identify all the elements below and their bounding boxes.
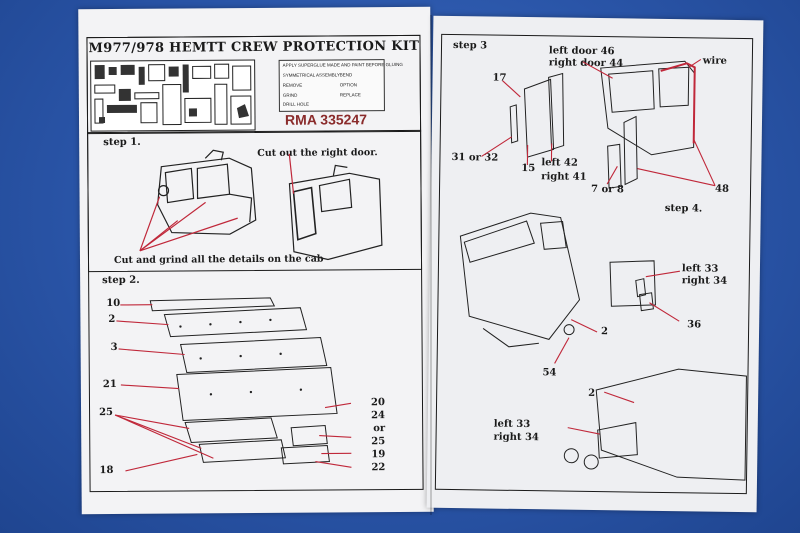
left-instruction-page: M977/978 HEMTT CREW PROTECTION KIT APPLY… <box>78 6 434 515</box>
callout-20: 20 <box>370 397 385 409</box>
callout-or: or <box>373 423 386 435</box>
photo-etch-fret-drawing <box>90 59 256 132</box>
step4-callout-2b: 2 <box>588 387 596 400</box>
callout-21: 21 <box>102 378 117 391</box>
step4-right-34b: right 34 <box>493 431 540 444</box>
callout-10: 10 <box>106 297 121 310</box>
step3-door-drawing <box>481 58 716 189</box>
step4-callout-2: 2 <box>600 326 609 338</box>
callout-25b: 25 <box>371 436 386 448</box>
callout-2: 2 <box>108 313 116 326</box>
callout-22: 22 <box>371 462 386 474</box>
step4-left-33b: left 33 <box>493 418 531 431</box>
callout-19: 19 <box>371 449 386 461</box>
step4-right-34: right 34 <box>681 275 728 287</box>
step4-callout-36: 36 <box>687 319 702 331</box>
step1-cab-drawing <box>139 149 383 261</box>
step4-cab-drawing <box>459 212 747 481</box>
step4-left-33: left 33 <box>681 263 719 275</box>
step2-floor-drawing <box>114 297 352 472</box>
right-instruction-page: step 3 left door 46 right door 44 wire 1… <box>426 15 764 513</box>
step4-callout-54: 54 <box>542 367 557 379</box>
callout-24: 24 <box>371 410 386 422</box>
page-fold <box>430 15 432 515</box>
callout-25: 25 <box>99 407 114 419</box>
callout-3: 3 <box>110 341 118 354</box>
callout-18: 18 <box>99 465 114 477</box>
